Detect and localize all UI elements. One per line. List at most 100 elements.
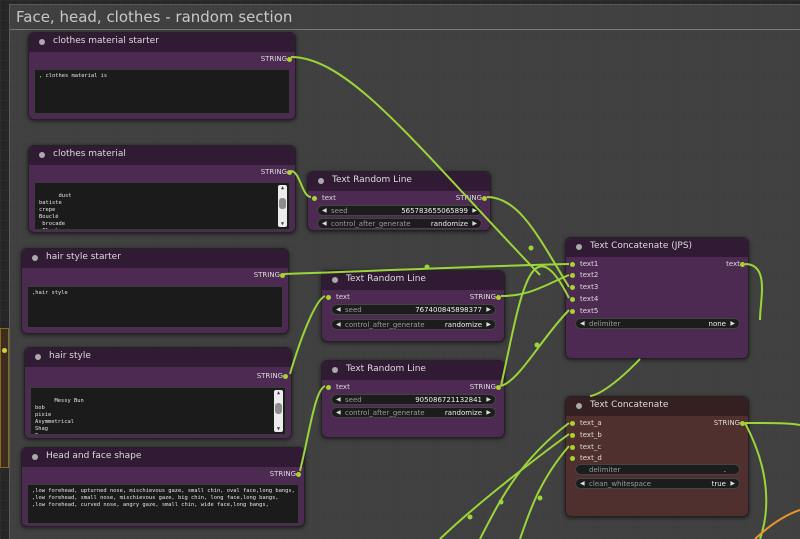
decrement-arrow-icon[interactable]: ◀	[336, 306, 341, 313]
output-socket[interactable]	[482, 196, 487, 201]
seed-widget[interactable]: ◀ seed 565783655065899 ▶	[317, 205, 482, 216]
reroute-dot[interactable]	[467, 514, 473, 520]
offscreen-node-socket[interactable]	[2, 348, 7, 353]
control-after-generate-widget[interactable]: ◀ control_after_generate randomize ▶	[331, 319, 496, 330]
node-header[interactable]: Text Random Line	[322, 361, 504, 380]
input-socket-text3[interactable]	[570, 285, 575, 290]
input-socket[interactable]	[326, 295, 331, 300]
collapse-dot-icon[interactable]	[35, 354, 41, 360]
output-socket[interactable]	[280, 273, 285, 278]
prev-option-arrow-icon[interactable]: ◀	[336, 321, 341, 328]
prev-option-arrow-icon[interactable]: ◀	[336, 409, 341, 416]
node-text-random-line-3[interactable]: Text Random Line text STRING ◀ seed 9050…	[321, 360, 505, 438]
scroll-up-icon[interactable]: ▲	[280, 185, 284, 191]
node-text-random-line-2[interactable]: Text Random Line text STRING ◀ seed 7674…	[321, 270, 505, 342]
next-option-arrow-icon[interactable]: ▶	[730, 480, 735, 487]
node-hair-style[interactable]: hair style STRING Messy Bun bob pixie As…	[24, 347, 292, 439]
text-area[interactable]: , clothes material is	[34, 69, 290, 114]
next-option-arrow-icon[interactable]: ▶	[486, 409, 491, 416]
node-clothes-material-starter[interactable]: clothes material starter STRING , clothe…	[28, 32, 296, 120]
next-option-arrow-icon[interactable]: ▶	[486, 321, 491, 328]
node-header[interactable]: Text Random Line	[322, 271, 504, 290]
scroll-thumb[interactable]	[279, 198, 286, 209]
input-socket-text-d[interactable]	[570, 456, 575, 461]
output-label: STRING	[256, 372, 283, 380]
output-socket[interactable]	[287, 170, 292, 175]
text-area[interactable]: Messy Bun bob pixie Asymmetrical Shag Em…	[30, 387, 286, 435]
widget-label: seed	[345, 306, 362, 314]
next-option-arrow-icon[interactable]: ▶	[472, 220, 477, 227]
collapse-dot-icon[interactable]	[332, 277, 338, 283]
text-area[interactable]: ,low forehead, upturned nose, mischievou…	[27, 484, 299, 524]
output-socket[interactable]	[287, 57, 292, 62]
delimiter-widget[interactable]: ◀ delimiter none ▶	[575, 318, 740, 329]
delimiter-widget[interactable]: delimiter .	[575, 464, 740, 475]
node-header[interactable]: Text Random Line	[308, 172, 490, 191]
output-socket[interactable]	[283, 374, 288, 379]
collapse-dot-icon[interactable]	[576, 244, 582, 250]
input-socket-text-b[interactable]	[570, 433, 575, 438]
scroll-down-icon[interactable]: ▼	[276, 426, 280, 432]
node-hair-style-starter[interactable]: hair style starter STRING ,hair style	[21, 248, 289, 334]
scroll-up-icon[interactable]: ▲	[276, 390, 280, 396]
input-socket-text5[interactable]	[570, 309, 575, 314]
reroute-dot[interactable]	[537, 495, 543, 501]
decrement-arrow-icon[interactable]: ◀	[322, 207, 327, 214]
output-socket[interactable]	[496, 385, 501, 390]
control-after-generate-widget[interactable]: ◀ control_after_generate randomize ▶	[317, 218, 482, 229]
node-header[interactable]: clothes material starter	[29, 33, 295, 52]
prev-option-arrow-icon[interactable]: ◀	[322, 220, 327, 227]
node-header[interactable]: Head and face shape	[22, 448, 304, 467]
node-text-random-line-1[interactable]: Text Random Line text STRING ◀ seed 5657…	[307, 171, 491, 231]
control-after-generate-widget[interactable]: ◀ control_after_generate randomize ▶	[331, 407, 496, 418]
output-socket[interactable]	[740, 421, 745, 426]
increment-arrow-icon[interactable]: ▶	[486, 396, 491, 403]
input-socket[interactable]	[326, 385, 331, 390]
output-socket[interactable]	[740, 262, 745, 267]
output-socket[interactable]	[496, 295, 501, 300]
input-socket[interactable]	[312, 196, 317, 201]
node-clothes-material[interactable]: clothes material STRING dust batiste cre…	[28, 145, 296, 233]
collapse-dot-icon[interactable]	[32, 454, 38, 460]
reroute-dot[interactable]	[498, 499, 504, 505]
collapse-dot-icon[interactable]	[39, 39, 45, 45]
collapse-dot-icon[interactable]	[32, 255, 38, 261]
node-text-concatenate[interactable]: Text Concatenate text_a text_b text_c te…	[565, 396, 749, 517]
text-area[interactable]: dust batiste crepe Bouclé brocade Flock …	[34, 182, 290, 230]
collapse-dot-icon[interactable]	[576, 403, 582, 409]
node-head-face-shape[interactable]: Head and face shape STRING ,low forehead…	[21, 447, 305, 527]
node-header[interactable]: hair style starter	[22, 249, 288, 268]
scroll-down-icon[interactable]: ▼	[280, 221, 284, 227]
scroll-thumb[interactable]	[275, 403, 282, 414]
input-socket-text-c[interactable]	[570, 445, 575, 450]
decrement-arrow-icon[interactable]: ◀	[336, 396, 341, 403]
clean-whitespace-widget[interactable]: ◀ clean_whitespace true ▶	[575, 478, 740, 489]
reroute-dot[interactable]	[528, 245, 534, 251]
reroute-dot[interactable]	[534, 342, 540, 348]
next-option-arrow-icon[interactable]: ▶	[730, 320, 735, 327]
collapse-dot-icon[interactable]	[332, 367, 338, 373]
seed-widget[interactable]: ◀ seed 767400845898377 ▶	[331, 304, 496, 315]
input-socket-text-a[interactable]	[570, 421, 575, 426]
scrollbar[interactable]: ▲ ▼	[278, 185, 287, 227]
input-socket-text4[interactable]	[570, 297, 575, 302]
scrollbar[interactable]: ▲ ▼	[274, 390, 283, 432]
input-socket-text2[interactable]	[570, 273, 575, 278]
node-header[interactable]: Text Concatenate	[566, 397, 748, 416]
output-socket[interactable]	[296, 472, 301, 477]
increment-arrow-icon[interactable]: ▶	[472, 207, 477, 214]
node-header[interactable]: Text Concatenate (JPS)	[566, 238, 748, 257]
node-header[interactable]: hair style	[25, 348, 291, 367]
collapse-dot-icon[interactable]	[39, 152, 45, 158]
seed-widget[interactable]: ◀ seed 905086721132841 ▶	[331, 394, 496, 405]
reroute-dot[interactable]	[424, 264, 430, 270]
prev-option-arrow-icon[interactable]: ◀	[580, 320, 585, 327]
increment-arrow-icon[interactable]: ▶	[486, 306, 491, 313]
input-socket-text1[interactable]	[570, 262, 575, 267]
node-header[interactable]: clothes material	[29, 146, 295, 165]
collapse-dot-icon[interactable]	[318, 178, 324, 184]
text-area[interactable]: ,hair style	[27, 286, 283, 328]
prev-option-arrow-icon[interactable]: ◀	[580, 480, 585, 487]
node-text-concatenate-jps[interactable]: Text Concatenate (JPS) text1 text2 text3…	[565, 237, 749, 359]
